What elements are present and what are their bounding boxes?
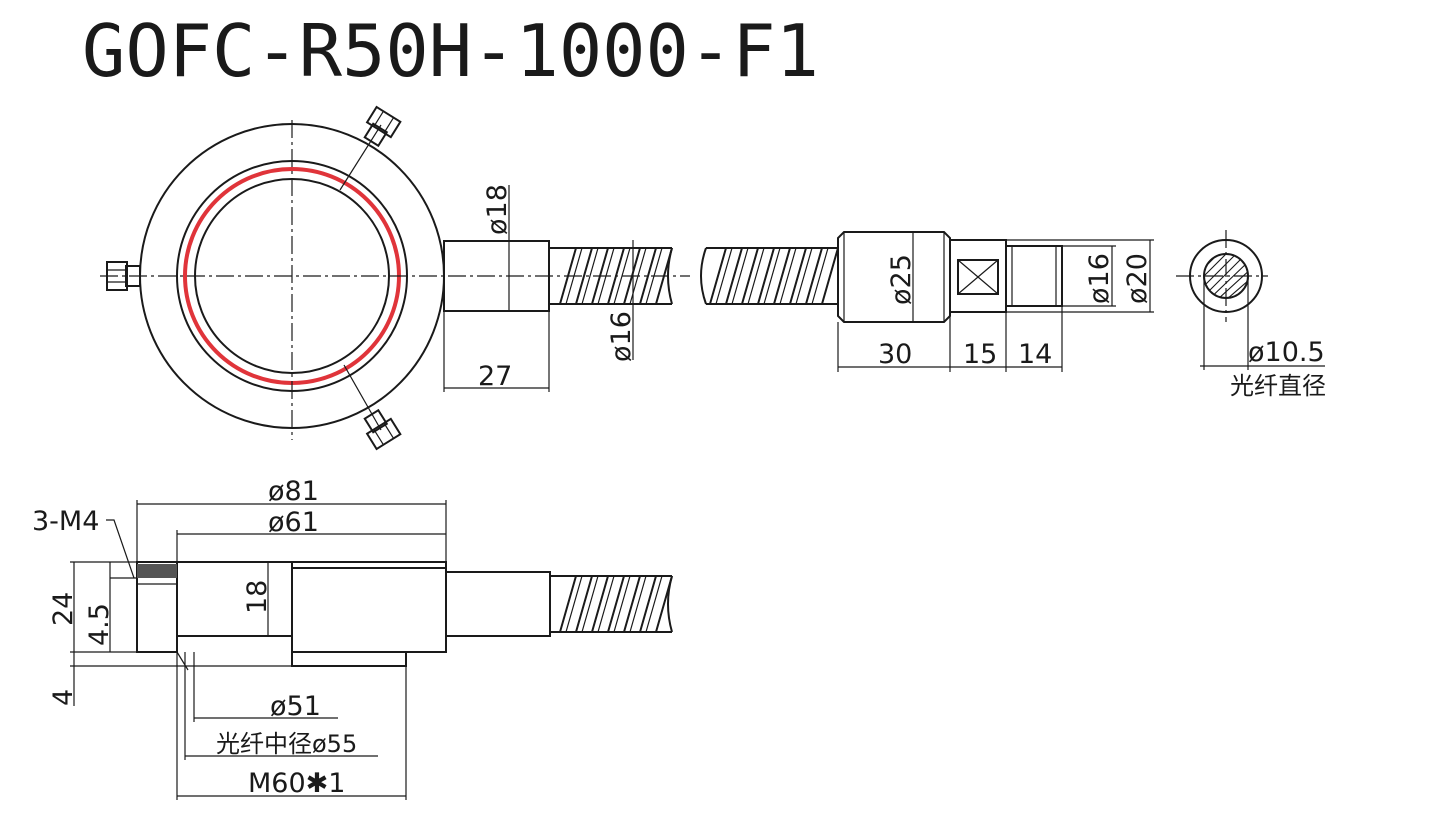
stem-dia-label: ø18 — [482, 184, 513, 235]
connector-view: ø25 ø16 ø20 30 15 14 — [700, 231, 1154, 372]
thread-ring — [291, 651, 407, 667]
tip-dia-label: ø16 — [1084, 253, 1115, 304]
ring-side-view: ø81 ø61 3-M4 24 4 — [32, 476, 673, 800]
hose-segment-1 — [549, 247, 673, 305]
left-screw — [106, 261, 141, 291]
hose-segment-3 — [550, 575, 673, 633]
screw-hole-hatch — [137, 564, 177, 578]
connector-tip — [1005, 245, 1063, 307]
nut-dia-label: ø20 — [1122, 253, 1153, 304]
stem-length-label: 27 — [478, 361, 512, 392]
hose-dia-label: ø16 — [606, 311, 637, 362]
height-screw-label: 4.5 — [84, 603, 115, 646]
body-dia-label: ø25 — [886, 254, 917, 305]
fiber-dia-label: ø10.5 — [1248, 337, 1325, 368]
screw-spec-label: 3-M4 — [32, 506, 99, 537]
fiber-dia-caption: 光纤直径 — [1230, 372, 1326, 400]
screw-axis-lower — [343, 364, 382, 431]
nut-length-label: 15 — [963, 339, 997, 370]
bore-dia-label: ø51 — [270, 691, 321, 722]
fiber-end-view: ø10.5 光纤直径 — [1176, 230, 1326, 400]
upper-screw — [363, 105, 402, 148]
ring-top-view: ø18 27 ø16 — [100, 105, 690, 451]
hose-segment-2 — [700, 247, 839, 305]
height-thread-label: 4 — [48, 689, 79, 706]
product-title: GOFC-R50H-1000-F1 — [82, 9, 819, 93]
side-stem — [445, 571, 551, 637]
fiber-mid-label: 光纤中径ø55 — [216, 730, 357, 758]
thread-spec-label: M60✱1 — [248, 768, 345, 799]
height-body-label: 18 — [242, 580, 273, 614]
tip-length-label: 14 — [1018, 339, 1052, 370]
nut-flat-symbol — [957, 259, 999, 295]
height-total-label: 24 — [48, 592, 79, 626]
screw-axis-upper — [339, 124, 382, 191]
outer-dia-label: ø81 — [268, 476, 319, 507]
stem — [443, 240, 550, 312]
body-length-label: 30 — [878, 339, 912, 370]
lower-screw — [363, 408, 402, 451]
inner-dia-label: ø61 — [268, 507, 319, 538]
